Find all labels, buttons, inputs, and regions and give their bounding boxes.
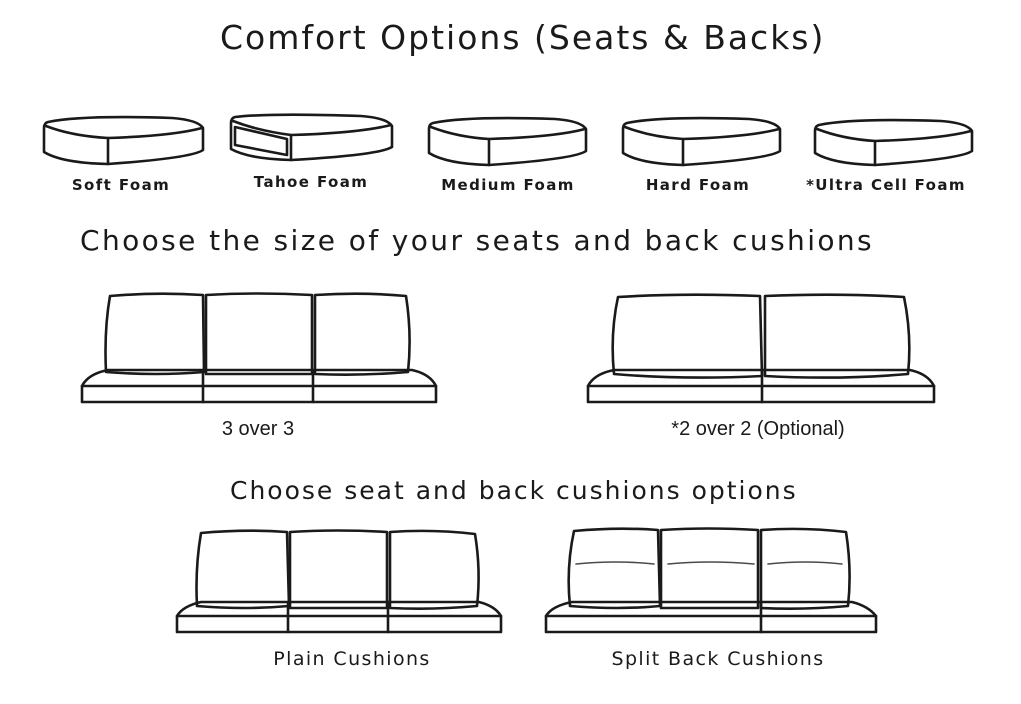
size-label-2-over-2: *2 over 2 (Optional) [671,418,845,440]
two-over-two-sofa-icon [586,293,936,404]
plain-cushions-sofa-icon [175,529,503,634]
foam-label-tahoe: Tahoe Foam [253,173,369,191]
medium-foam-cushion-icon [427,116,588,167]
size-label-3-over-3: 3 over 3 [221,418,295,440]
page-title: Comfort Options (Seats & Backs) [220,18,826,57]
size-section-heading: Choose the size of your seats and back c… [80,224,875,257]
foam-label-soft: Soft Foam [71,176,171,194]
foam-label-medium: Medium Foam [441,176,575,194]
option-label-plain: Plain Cushions [273,648,431,670]
soft-foam-cushion-icon [42,115,205,166]
tahoe-foam-cushion-icon [229,113,394,162]
hard-foam-cushion-icon [621,116,782,167]
ultra-cell-foam-cushion-icon [813,118,974,167]
option-label-split-back: Split Back Cushions [611,648,825,670]
split-back-cushions-sofa-icon [544,527,878,634]
cushion-section-heading: Choose seat and back cushions options [230,476,798,505]
three-over-three-sofa-icon [80,292,438,404]
foam-label-hard: Hard Foam [645,176,751,194]
foam-label-ultra-cell: *Ultra Cell Foam [806,176,966,194]
